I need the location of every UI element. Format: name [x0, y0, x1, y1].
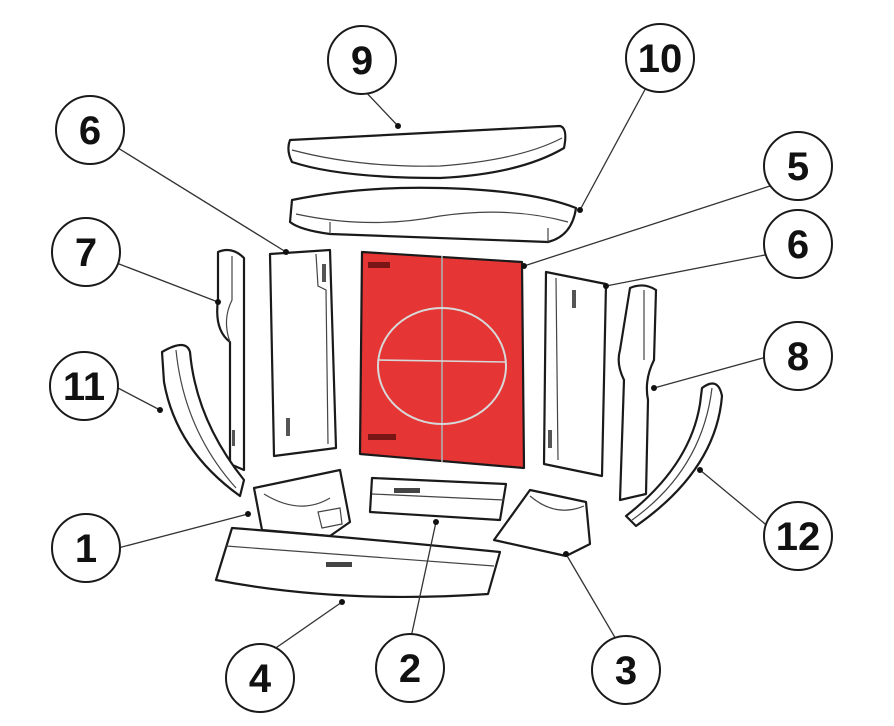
part-2-center-base-block[interactable]: [368, 476, 508, 522]
part-12-right-arc[interactable]: [624, 382, 724, 528]
callout-label-3: 3: [615, 649, 637, 693]
part-7-left-wedge[interactable]: [216, 248, 246, 472]
callout-label-2: 2: [399, 647, 421, 691]
callout-11[interactable]: 11: [49, 351, 119, 421]
callout-label-7: 7: [75, 231, 97, 275]
callout-label-4: 4: [249, 657, 272, 701]
callout-3[interactable]: 3: [591, 635, 661, 705]
leader-dots: [157, 123, 703, 605]
callout-label-6-left: 6: [79, 109, 101, 153]
callout-9[interactable]: 9: [327, 25, 397, 95]
callout-4[interactable]: 4: [225, 643, 295, 713]
callout-label-1: 1: [75, 527, 97, 571]
part-11-left-arc[interactable]: [160, 343, 246, 498]
part-5-back-panel[interactable]: [358, 250, 526, 470]
callout-label-9: 9: [351, 39, 373, 83]
callout-12[interactable]: 12: [763, 501, 833, 571]
callout-label-8: 8: [787, 335, 809, 379]
part-10-baffle-slab[interactable]: [288, 186, 578, 244]
part-4-front-curved-slab[interactable]: [214, 526, 502, 599]
callout-label-6-right: 6: [787, 223, 809, 267]
part-1-left-base-block[interactable]: [252, 468, 352, 538]
callout-7[interactable]: 7: [51, 217, 121, 287]
callout-label-10: 10: [638, 37, 683, 81]
callout-2[interactable]: 2: [375, 633, 445, 703]
part-8-right-wedge[interactable]: [617, 284, 658, 502]
callout-label-5: 5: [787, 145, 809, 189]
part-6-right-side-panel[interactable]: [542, 270, 608, 478]
callout-label-12: 12: [776, 515, 821, 559]
callout-6-left[interactable]: 6: [55, 95, 125, 165]
part-9-top-slab[interactable]: [287, 124, 567, 180]
callout-6-right[interactable]: 6: [763, 209, 833, 279]
callout-1[interactable]: 1: [51, 513, 121, 583]
part-6-left-side-panel[interactable]: [268, 248, 338, 458]
callout-label-11: 11: [63, 365, 105, 409]
leader-lines: [113, 83, 771, 653]
callout-5[interactable]: 5: [763, 131, 833, 201]
part-3-right-base-block[interactable]: [492, 488, 592, 558]
callout-8[interactable]: 8: [763, 321, 833, 391]
callout-10[interactable]: 10: [625, 23, 695, 93]
